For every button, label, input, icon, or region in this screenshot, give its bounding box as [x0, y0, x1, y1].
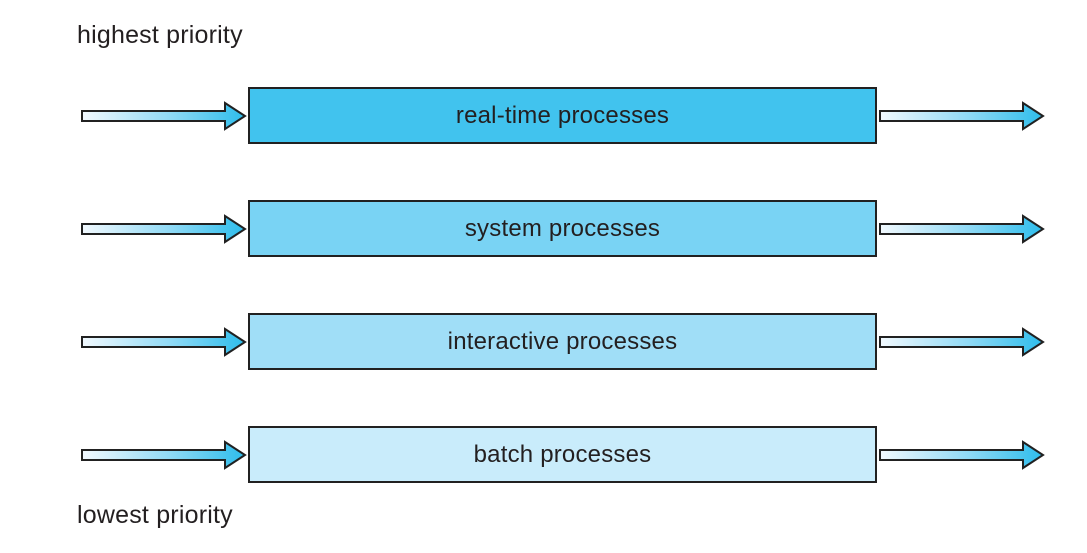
queue-row: real-time processes [0, 87, 1087, 144]
queue-bar: interactive processes [248, 313, 877, 370]
queue-row: system processes [0, 200, 1087, 257]
queue-inflow-arrow-icon [81, 439, 247, 470]
queue-inflow-arrow-icon [81, 326, 247, 357]
queue-bar: batch processes [248, 426, 877, 483]
queue-bar: system processes [248, 200, 877, 257]
queue-row: batch processes [0, 426, 1087, 483]
lowest-priority-label: lowest priority [77, 501, 233, 529]
queue-outflow-arrow-icon [879, 100, 1045, 131]
queue-label: batch processes [473, 440, 652, 468]
queue-outflow-arrow-icon [879, 213, 1045, 244]
queue-outflow-arrow-icon [879, 326, 1045, 357]
queue-inflow-arrow-icon [81, 213, 247, 244]
queue-label: interactive processes [447, 327, 678, 355]
highest-priority-label: highest priority [77, 21, 243, 49]
queue-bar: real-time processes [248, 87, 877, 144]
queue-row: interactive processes [0, 313, 1087, 370]
queue-label: real-time processes [455, 101, 670, 129]
queue-outflow-arrow-icon [879, 439, 1045, 470]
queue-label: system processes [464, 214, 661, 242]
queue-inflow-arrow-icon [81, 100, 247, 131]
